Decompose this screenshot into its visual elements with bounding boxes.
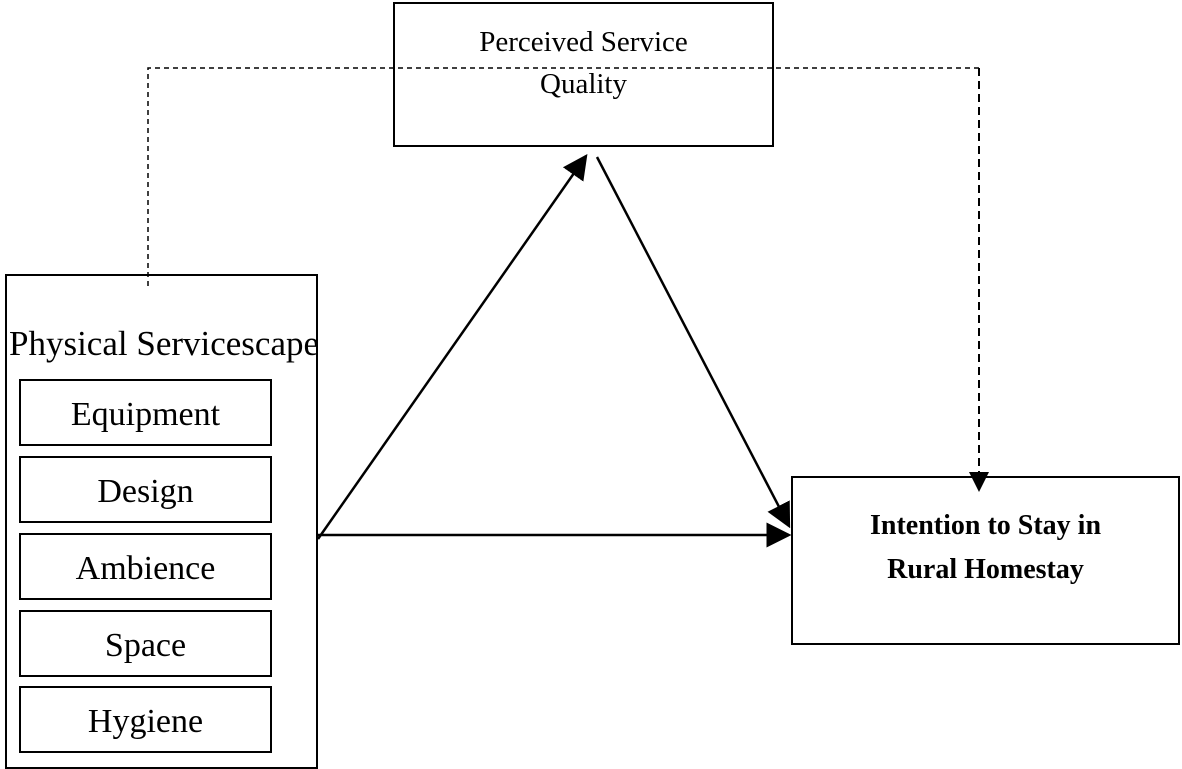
arrow-servicescape-to-quality: [316, 153, 588, 540]
intention-to-stay-box: Intention to Stay in Rural Homestay: [791, 476, 1180, 645]
physical-servicescape-box: Physical Servicescape Equipment Design A…: [5, 274, 320, 769]
perceived-service-quality-label-line1: Perceived Service: [479, 26, 688, 58]
intention-label-line1: Intention to Stay in: [869, 510, 1102, 541]
intention-label-line2: Rural Homestay: [887, 554, 1084, 585]
dashed-direct-path: [147, 67, 979, 286]
dimension-box-equipment: Equipment: [19, 379, 272, 446]
dimension-box-space: Space: [19, 610, 272, 677]
arrow-quality-to-intention: [595, 156, 791, 529]
dimension-box-hygiene: Hygiene: [19, 686, 272, 753]
perceived-service-quality-label-line2: Quality: [540, 68, 627, 100]
dimension-box-design: Design: [19, 456, 272, 523]
physical-servicescape-title: Physical Servicescape: [9, 324, 320, 363]
perceived-service-quality-box: Perceived Service Quality: [393, 2, 774, 147]
dimension-box-ambience: Ambience: [19, 533, 272, 600]
